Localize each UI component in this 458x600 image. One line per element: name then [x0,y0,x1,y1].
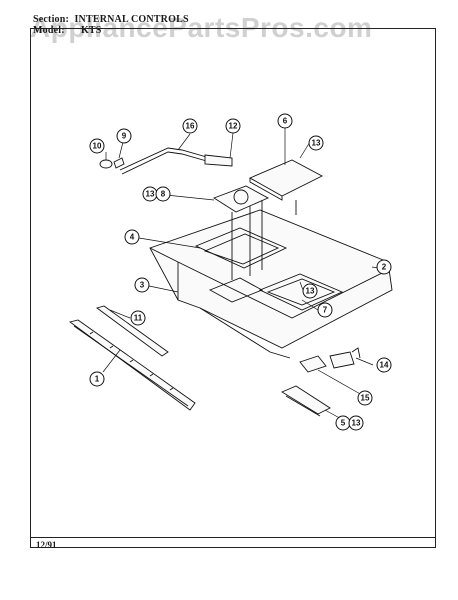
section-value: INTERNAL CONTROLS [74,14,189,25]
callout-2: 2 [376,259,392,275]
callout-label: 2 [382,263,387,272]
callout-5: 5 [335,415,351,431]
callout-label: 12 [229,122,238,131]
callout-label: 11 [134,314,143,323]
callout-label: 6 [283,117,288,126]
callout-4: 4 [124,229,140,245]
model-value: KTS [80,25,102,36]
part-control-rail [68,319,196,411]
callout-label: 3 [140,281,145,290]
callout-8: 8 [155,186,171,202]
callout-11: 11 [130,310,146,326]
part-lever-rod [119,147,233,175]
callout-7: 7 [317,302,333,318]
callout-12: 12 [225,118,241,134]
callout-14: 14 [376,357,392,373]
callout-label: 7 [323,306,328,315]
callout-15: 15 [357,390,373,406]
callout-label: 4 [130,233,135,242]
callout-3: 3 [134,277,150,293]
footer-divider [30,537,436,538]
footer-date: 12/91 [36,540,57,550]
callout-label: 16 [186,122,195,131]
part-plate [248,159,323,215]
model-label: Model: [33,25,65,36]
diagram-frame [30,28,436,548]
callout-label: 13 [352,419,361,428]
section-label: Section: [33,14,70,25]
callout-label: 5 [341,419,346,428]
callout-label: 10 [93,142,102,151]
callout-16: 16 [182,118,198,134]
page-header: Section: INTERNAL CONTROLS Model: KTS [33,14,189,36]
callout-label: 13 [146,190,155,199]
part-bracket [281,385,331,417]
leader-lines [102,128,391,422]
callout-13: 13 [308,135,324,151]
callout-9: 9 [116,128,132,144]
part-valve-assembly [212,185,270,280]
callout-13-8: 13 [142,186,158,202]
callout-label: 8 [161,190,166,199]
callout-1: 1 [89,371,105,387]
callout-label: 9 [122,132,127,141]
part-strip [95,305,169,357]
callout-6: 6 [277,113,293,129]
callout-label: 14 [380,361,389,370]
callout-13-d: 13 [348,415,364,431]
part-main-panel [149,209,393,359]
part-knob [99,157,125,169]
callout-label: 13 [306,287,315,296]
part-switch [299,347,361,373]
callout-13-c: 13 [302,283,318,299]
callout-label: 1 [95,375,100,384]
callout-label: 13 [312,139,321,148]
callout-10: 10 [89,138,105,154]
callout-label: 15 [361,394,370,403]
